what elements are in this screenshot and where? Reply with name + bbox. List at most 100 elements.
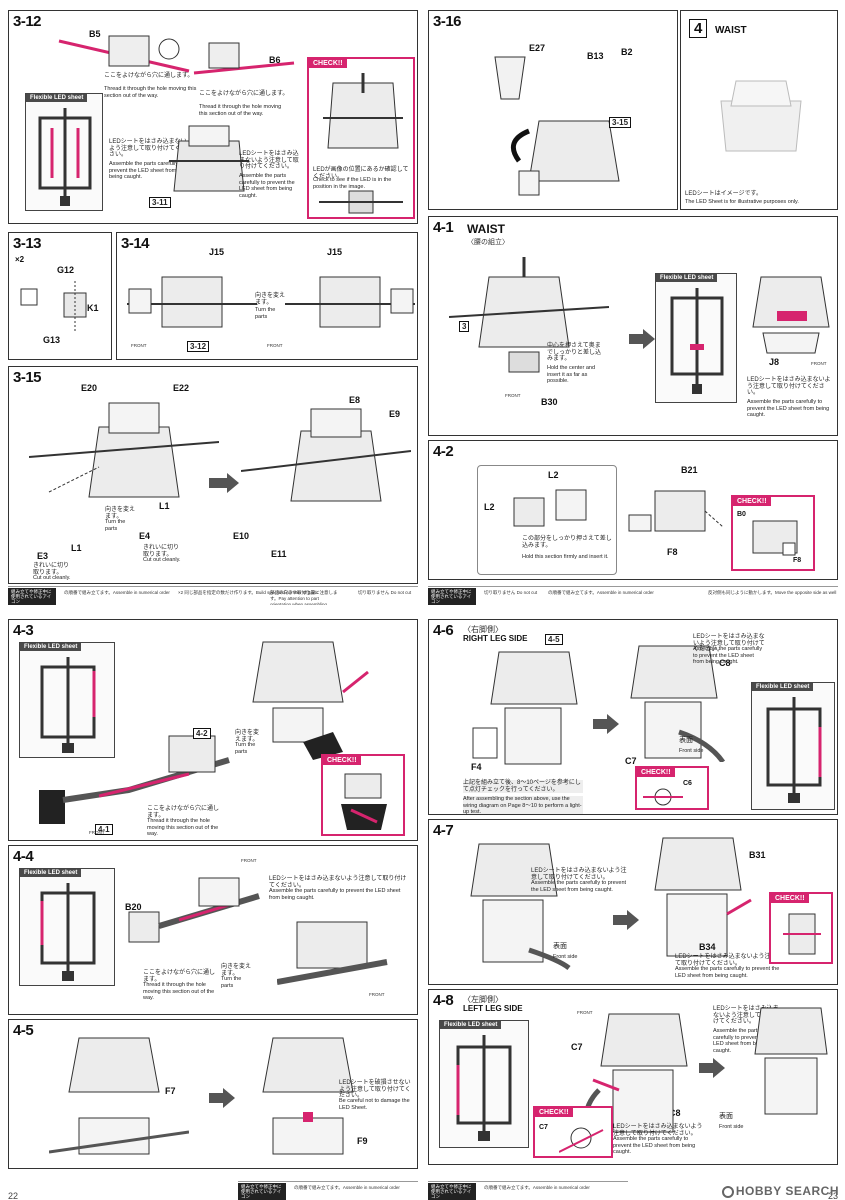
thread-note2-jp: ここをよけながら穴に通します。 bbox=[199, 91, 289, 97]
check-detail-diagram bbox=[752, 520, 798, 556]
part-label: B31 bbox=[749, 850, 766, 860]
led-note-jp: LEDシートをはさみ込まないよう注意して取り付けてください。 bbox=[613, 1124, 703, 1137]
cut-note-en: Cut out cleanly. bbox=[33, 575, 71, 581]
part-label: E10 bbox=[233, 531, 250, 541]
part-label: J15 bbox=[327, 247, 343, 257]
waist-torso-assembly bbox=[252, 641, 369, 760]
led-note-en: Assemble the parts carefully to prevent … bbox=[693, 646, 763, 665]
thread-note-jp: ここをよけながら穴に通します。 bbox=[104, 73, 194, 79]
step-4-8: 4-8 〈左脚側〉 LEFT LEG SIDE Flexible LED she… bbox=[428, 989, 838, 1165]
image-note-jp: LEDシートはイメージです。 bbox=[685, 191, 762, 197]
cut-note-jp: きれいに切り取ります。 bbox=[143, 545, 180, 558]
step-label: 3-15 bbox=[13, 369, 42, 386]
surface-note-jp: 表面 bbox=[679, 737, 693, 744]
step-label: 4-6 bbox=[433, 622, 454, 639]
leg-led-assembly bbox=[630, 645, 726, 762]
part-label: L2 bbox=[484, 502, 495, 512]
check-closeup bbox=[319, 190, 403, 214]
step-4-2: 4-2 L2 L2 この部分をしっかり押さえて差し込みます。 Hold this… bbox=[428, 440, 838, 580]
led-note2-jp: LEDシートをはさみ込まないよう注意して取り付けてください。 bbox=[239, 151, 299, 170]
ref-step: 3-12 bbox=[187, 341, 210, 352]
part-label: C6 bbox=[683, 780, 692, 787]
led-sheet-diagram bbox=[670, 288, 724, 394]
step-3-16: 3-16 E27 B13 B2 3-15 bbox=[428, 10, 678, 210]
front-indicator: FRONT bbox=[369, 992, 385, 997]
led-note2-jp: LEDシートをはさみ込まないよう注意して取り付けてください。 bbox=[713, 1006, 779, 1025]
front-indicator: FRONT bbox=[267, 343, 283, 348]
led-note-jp: LEDシートをはさみ込まないよう注意して取り付けてください。 bbox=[269, 876, 407, 889]
step-label: 4-5 bbox=[13, 1022, 34, 1039]
icon-legend-footer: 組み立てや修正中に使用されているアイコン の順番で組み立てます。Assemble… bbox=[238, 1181, 418, 1200]
page-number: 22 bbox=[8, 1191, 19, 1200]
shoulder-mech-left bbox=[127, 276, 257, 328]
step-label: 4-8 bbox=[433, 992, 454, 1009]
front-indicator: FRONT bbox=[241, 858, 257, 863]
led-sheet-title: Flexible LED sheet bbox=[752, 683, 814, 691]
ref-step: 3-15 bbox=[609, 117, 632, 128]
led-note-jp: LEDシートをはさみ込まないよう注意して取り付けてください。 bbox=[693, 634, 765, 653]
surface-note-en: Front side bbox=[553, 954, 578, 960]
step-4-waist: 4 WAIST LEDシートはイメージです。 The LED Sheet is … bbox=[680, 10, 838, 210]
detail-callout: L2 L2 この部分をしっかり押さえて差し込みます。 Hold this sec… bbox=[477, 465, 617, 575]
waist-overview-diagram bbox=[720, 80, 802, 152]
page-20: 3-12 B5 B6 ここをよけながら穴に通します。 Thread it thr… bbox=[8, 10, 418, 614]
led-note-en: Assemble the parts carefully to prevent … bbox=[747, 399, 830, 418]
waist-led-assembly bbox=[752, 276, 830, 354]
turn-note-jp: 向きを変えます。 bbox=[255, 293, 286, 306]
ref-step: 4-1 bbox=[95, 824, 113, 835]
part-label: B2 bbox=[621, 47, 633, 57]
surface-note-en: Front side bbox=[679, 748, 704, 754]
led-note2-en: Assemble the parts carefully to prevent … bbox=[675, 966, 780, 979]
ref-step: 4-2 bbox=[193, 728, 211, 739]
icon-legend-footer: 組み立てや修正中に使用されているアイコン 切り取りません Do not cut … bbox=[428, 586, 838, 605]
step-label: 4-2 bbox=[433, 443, 454, 460]
check-note-en: Check to see if the LED is in the positi… bbox=[313, 177, 392, 190]
thread-diagram-right bbox=[193, 42, 295, 75]
part-label: L1 bbox=[159, 501, 170, 511]
next-arrow bbox=[613, 910, 639, 930]
footer-item: 反対側も同じように動かします。Move the opposite side as… bbox=[708, 590, 837, 595]
section-title-jp: 〈右脚側〉 bbox=[463, 625, 503, 634]
section-title-jp: 〈腰の組立〉 bbox=[467, 239, 509, 246]
page-23: 4-6 〈右脚側〉 RIGHT LEG SIDE 4-5 F4 上記を組み立て後… bbox=[428, 605, 838, 1200]
step-4-1: 4-1 WAIST 〈腰の組立〉 3 中心を押さえて奥までしっかりと差し込みます… bbox=[428, 216, 838, 436]
part-label: G13 bbox=[43, 335, 61, 345]
ref-step: 3 bbox=[459, 321, 470, 332]
part-label: C7 bbox=[625, 756, 637, 766]
part-label: G12 bbox=[57, 265, 75, 275]
check-note-jp: LEDが画像の位置にあるか確認してください。 bbox=[313, 167, 409, 180]
part-label: C8 bbox=[719, 658, 731, 668]
section-title: LEFT LEG SIDE bbox=[463, 1004, 523, 1013]
lightup-note-jp: 上記を組み立て後、8～10ページを参考にして点灯チェックを行ってください。 bbox=[463, 780, 583, 793]
turn-note-jp: 向きを変えます。 bbox=[105, 507, 136, 520]
part-label: B34 bbox=[699, 942, 716, 952]
part-label: E4 bbox=[139, 531, 151, 541]
left-leg-assembly bbox=[583, 1013, 688, 1139]
front-indicator: FRONT bbox=[577, 1010, 593, 1015]
lightup-note-en: After assembling the section above, use … bbox=[463, 796, 583, 815]
step-3-15: 3-15 E20 E22 E8 E9 L1 E3 L1 E4 E10 E11 向… bbox=[8, 366, 418, 584]
front-indicator: FRONT bbox=[811, 361, 827, 366]
turn-note-jp: 向きを変えます。 bbox=[235, 730, 260, 743]
check-title: CHECK!! bbox=[309, 59, 347, 68]
part-label: L1 bbox=[71, 543, 82, 553]
step-3-12: 3-12 B5 B6 ここをよけながら穴に通します。 Thread it thr… bbox=[8, 10, 418, 224]
part-label: K1 bbox=[87, 303, 99, 313]
insert-note-jp: 中心を押さえて奥までしっかりと差し込みます。 bbox=[547, 343, 602, 362]
led-sheet-box: Flexible LED sheet bbox=[19, 642, 115, 758]
cut-note-jp: きれいに切り取ります。 bbox=[33, 563, 70, 576]
step-label: 3-14 bbox=[121, 235, 150, 252]
section-title: WAIST bbox=[467, 222, 505, 236]
waist-mech-diagram bbox=[449, 257, 609, 373]
part-label: C7 bbox=[571, 1042, 583, 1052]
part-label: F7 bbox=[165, 1086, 176, 1096]
thread-note-en: Thread it through the hole moving this s… bbox=[104, 86, 197, 99]
damage-note-jp: LEDシートを破損させないよう注意して取り付けてください。 bbox=[339, 1080, 411, 1099]
led-note-en: Assemble the parts carefully to prevent … bbox=[269, 888, 401, 901]
led-sheet-box: Flexible LED sheet bbox=[655, 273, 737, 403]
check-box: CHECK!! B0 F8 bbox=[731, 495, 815, 571]
multiplier: ×2 bbox=[15, 255, 25, 264]
icon-legend-footer: 組み立てや修正中に使用されているアイコン の順番で組み立てます。Assemble… bbox=[428, 1181, 628, 1200]
led-sheet-diagram bbox=[456, 1035, 512, 1141]
part-label: C8 bbox=[669, 1108, 681, 1118]
